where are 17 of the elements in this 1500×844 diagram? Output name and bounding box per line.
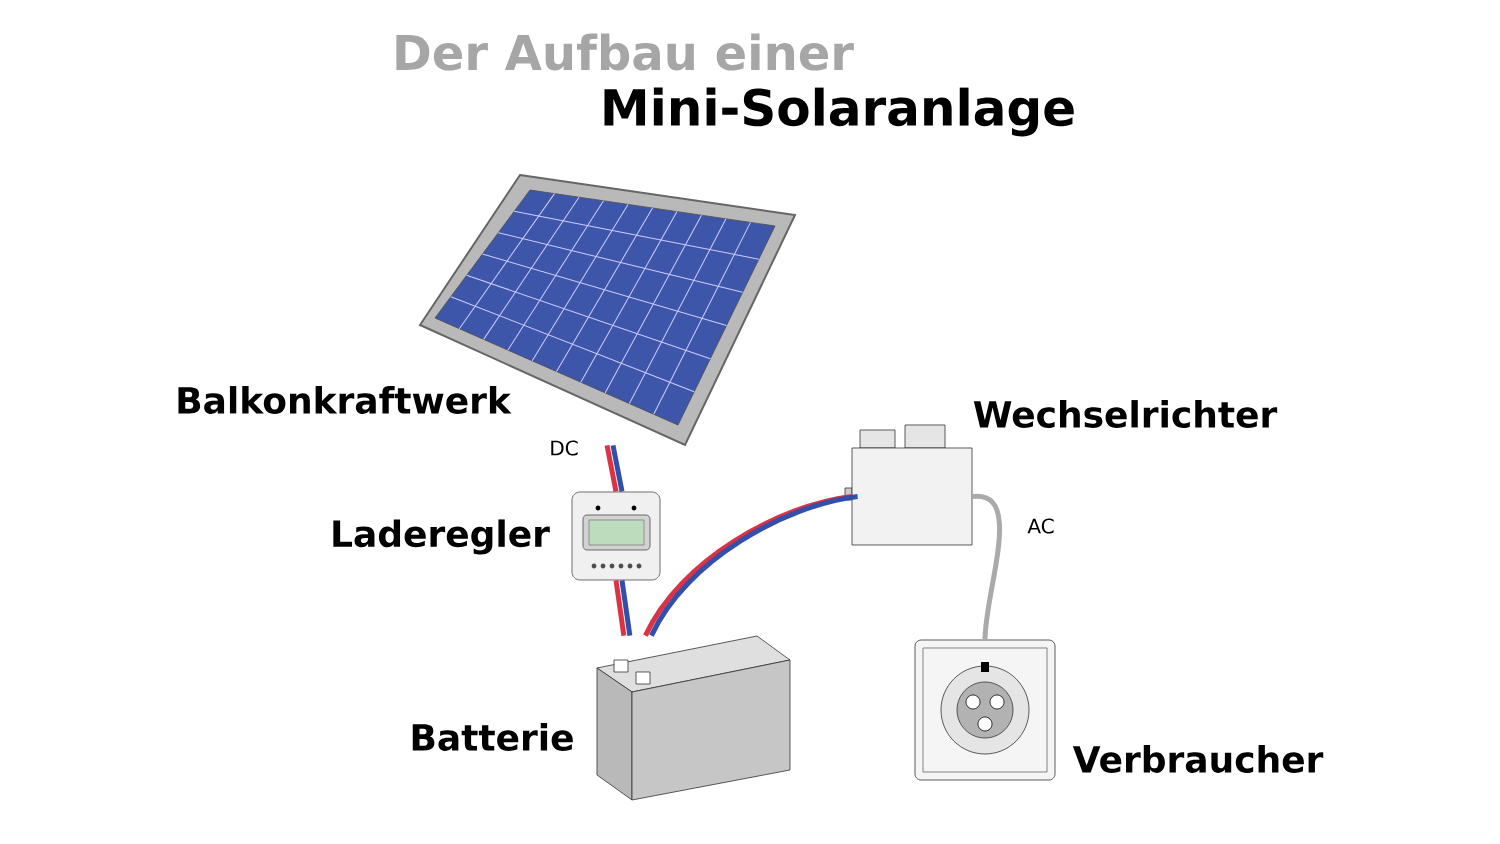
cable: [610, 444, 625, 493]
inverter-drawing: [844, 424, 973, 546]
socket-drawing: [914, 639, 1056, 781]
edge-label: AC: [1024, 515, 1058, 537]
cable: [613, 580, 627, 636]
charge-controller-drawing: [571, 491, 661, 581]
cable: [619, 580, 633, 636]
component-label: Balkonkraftwerk: [178, 386, 512, 414]
battery-drawing: [596, 635, 791, 801]
component-label: Verbraucher: [1072, 745, 1324, 773]
component-label: Batterie: [412, 723, 573, 751]
component-label: Wechselrichter: [973, 400, 1278, 428]
title: Mini-Solaranlage: [604, 87, 1074, 137]
component-label: Laderegler: [333, 519, 550, 555]
cable: [604, 444, 619, 493]
edge-label: DC: [546, 437, 582, 459]
subtitle: Der Aufbau einer: [396, 33, 854, 71]
